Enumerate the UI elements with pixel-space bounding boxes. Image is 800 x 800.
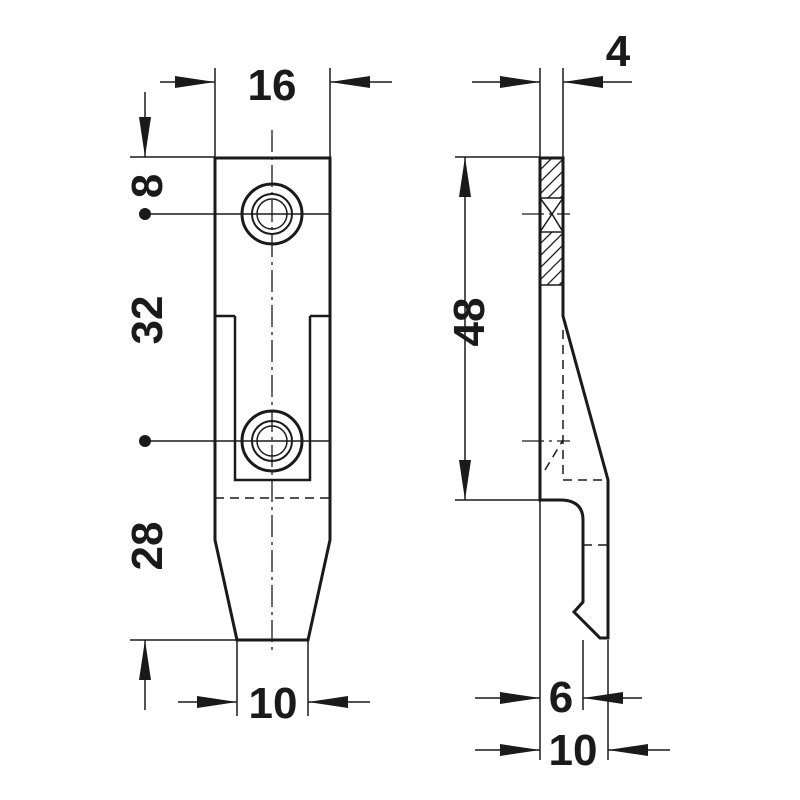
- dim-width-bottom-label: 10: [249, 679, 298, 728]
- dim-thickness: 4: [472, 27, 632, 88]
- front-view: 16 10 8 32 28: [123, 61, 392, 728]
- dim-dot-lower: [139, 435, 151, 447]
- dim-height: 48: [445, 157, 494, 500]
- side-hidden-slope: [544, 439, 564, 471]
- dim-hook-gap-label: 6: [549, 673, 573, 722]
- dim-vertical-chain: 8 32 28: [123, 92, 172, 710]
- dim-tail-length-label: 28: [123, 522, 172, 571]
- dim-width-top: 16: [160, 61, 392, 110]
- dim-width-bottom: 10: [178, 679, 370, 728]
- side-view-outline: [538, 156, 610, 640]
- dim-total-depth: 10: [475, 726, 670, 775]
- dim-hole-spacing-label: 32: [123, 296, 172, 345]
- dim-height-label: 48: [445, 298, 494, 347]
- dim-dot-upper: [139, 208, 151, 220]
- dim-thickness-label: 4: [606, 27, 631, 76]
- dim-hook-gap: 6: [475, 673, 642, 722]
- dim-total-depth-label: 10: [549, 726, 598, 775]
- dim-width-top-label: 16: [248, 61, 297, 110]
- side-view: 4 48 6 10: [445, 27, 670, 775]
- dim-hole-offset-label: 8: [123, 174, 172, 198]
